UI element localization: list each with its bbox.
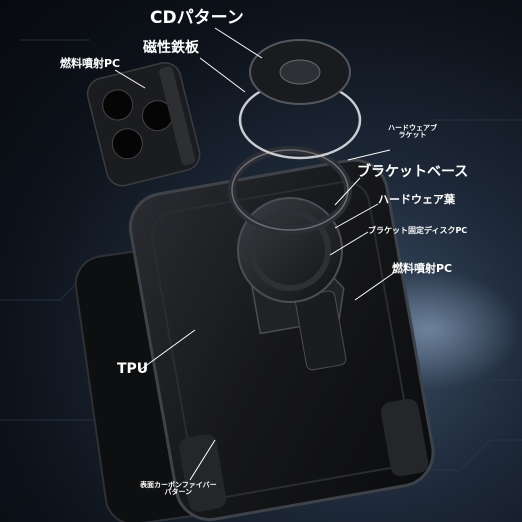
label-hardware-leaf: ハードウェア葉: [378, 193, 455, 206]
label-bracket-fixed-disc-pc: ブラケット固定ディスクPC: [368, 226, 468, 235]
label-magnetic-plate: 磁性鉄板: [143, 40, 199, 56]
annotation-lines: [114, 27, 396, 481]
case-body: [128, 158, 435, 522]
label-carbon-fiber-pattern: 表面カーボンファイバー パターン: [140, 481, 217, 496]
label-hardware-bracket: ハードウェアブ ラケット: [388, 124, 437, 139]
label-cd-pattern: CDパターン: [150, 8, 244, 28]
camera-cover: [86, 62, 201, 187]
label-fuel-spray-pc-top: 燃料噴射PC: [60, 57, 121, 70]
label-fuel-spray-pc-right: 燃料噴射PC: [392, 262, 453, 275]
label-bracket-base: ブラケットベース: [357, 164, 469, 180]
label-tpu: TPU: [117, 361, 149, 377]
